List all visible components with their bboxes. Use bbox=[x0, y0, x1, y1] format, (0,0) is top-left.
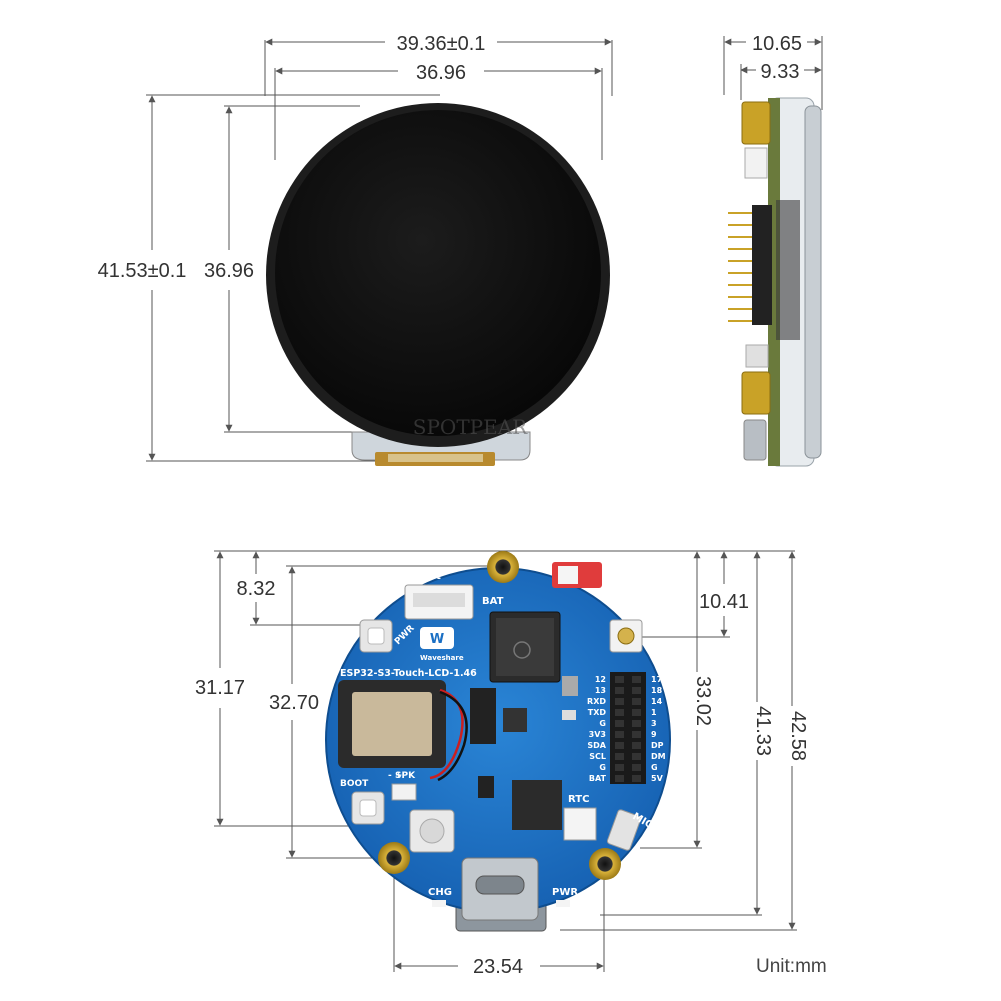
espressif-logo bbox=[513, 641, 531, 659]
fpc-strip bbox=[388, 454, 483, 462]
bat-label: BAT bbox=[482, 596, 504, 607]
speaker-wire-black bbox=[437, 690, 468, 782]
rtc-connector bbox=[563, 807, 597, 841]
mounting-hole-right bbox=[589, 848, 621, 880]
pin-label: DP bbox=[651, 741, 664, 750]
pwr-led-label: PWR bbox=[552, 887, 578, 898]
dim-left-board: 32.70 bbox=[269, 692, 319, 714]
esp32-s3-die bbox=[496, 618, 554, 676]
pin-label: G bbox=[599, 719, 606, 728]
watermark: SPOTPEAR bbox=[413, 415, 528, 439]
back-view-dimensions: 31.17 8.32 32.70 10.41 33.02 41.33 42.58 bbox=[195, 550, 809, 978]
usb-c-side bbox=[743, 419, 767, 461]
dim-hole-top-left: 8.32 bbox=[237, 578, 276, 600]
speaker-membrane bbox=[352, 692, 432, 756]
width-outer-label: 39.36±0.1 bbox=[397, 33, 486, 55]
usb-c-opening[interactable] bbox=[475, 875, 525, 895]
pin-label: RXD bbox=[587, 697, 606, 706]
pin-label: DM bbox=[651, 752, 666, 761]
board-name-label: ESP32-S3-Touch-LCD-1.46 bbox=[340, 668, 477, 679]
flash-chip bbox=[470, 688, 496, 744]
side-view: 10.65 9.33 bbox=[723, 33, 823, 467]
ipex-connector-center bbox=[617, 627, 635, 645]
dim-right-total: 42.58 bbox=[787, 711, 809, 761]
pcb-edge bbox=[768, 98, 780, 466]
back-view-board: BAT + - PWR W Waveshare ESP32-S3-Touch-L… bbox=[325, 551, 671, 932]
pin-label: 14 bbox=[651, 697, 663, 706]
battery-connector bbox=[744, 147, 768, 179]
header-pins bbox=[728, 212, 752, 322]
pin-label: SDA bbox=[587, 741, 606, 750]
dim-bottom-holes: 23.54 bbox=[473, 956, 523, 978]
microphone bbox=[606, 809, 642, 851]
unit-label: Unit:mm bbox=[756, 956, 827, 977]
waveshare-logo-mark: W bbox=[430, 632, 444, 647]
dim-right-holes: 33.02 bbox=[692, 676, 714, 726]
spk-polarity-label: - + bbox=[388, 771, 402, 781]
pwr-led bbox=[556, 900, 570, 907]
height-active-label: 36.96 bbox=[204, 260, 254, 282]
mounting-hole-left bbox=[378, 842, 410, 874]
sd-slot-mark bbox=[558, 566, 578, 584]
battery-polarity-label: + - bbox=[425, 573, 441, 584]
pin-label: SCL bbox=[589, 752, 606, 761]
push-switch-knob[interactable] bbox=[419, 818, 445, 844]
chg-led bbox=[432, 900, 446, 907]
display-connector bbox=[776, 200, 800, 340]
mounting-standoff-bottom bbox=[741, 371, 771, 415]
mounting-standoff-top bbox=[741, 101, 771, 145]
front-view: 39.36±0.1 36.96 41.53±0.1 36.96 SPOTPEAR bbox=[98, 33, 613, 466]
audio-codec-chip bbox=[512, 780, 562, 830]
pin-label: 12 bbox=[595, 675, 606, 684]
mounting-hole-top bbox=[487, 551, 519, 583]
pin-header-holes bbox=[615, 676, 641, 782]
boot-button-side bbox=[745, 344, 769, 368]
chg-label: CHG bbox=[428, 887, 452, 898]
pin-label: 18 bbox=[651, 686, 663, 695]
pin-label: G bbox=[599, 763, 606, 772]
boot-label: BOOT bbox=[340, 779, 369, 789]
pin-label: 3 bbox=[651, 719, 657, 728]
imu-sensor bbox=[503, 708, 527, 732]
pin-label: 5V bbox=[651, 774, 664, 783]
boot-button-cap[interactable] bbox=[359, 799, 377, 817]
dim-right-board: 41.33 bbox=[752, 706, 774, 756]
pin-label: TXD bbox=[588, 708, 607, 717]
transistor bbox=[478, 776, 494, 798]
rtc-label: RTC bbox=[568, 794, 589, 805]
power-button-cap[interactable] bbox=[367, 627, 385, 645]
spk-label: SPK bbox=[395, 771, 416, 781]
rtc-crystal bbox=[562, 710, 576, 720]
pin-label: BAT bbox=[589, 774, 607, 783]
battery-connector-socket bbox=[413, 593, 465, 607]
waveshare-logo bbox=[420, 627, 454, 649]
height-outer-label: 41.53±0.1 bbox=[98, 260, 187, 282]
display-side bbox=[804, 105, 822, 459]
thickness-total-label: 10.65 bbox=[752, 33, 802, 55]
pin-header bbox=[752, 205, 772, 325]
inductor bbox=[562, 676, 578, 696]
dim-left-holes: 31.17 bbox=[195, 677, 245, 699]
display-screen bbox=[275, 110, 601, 436]
pin-label: 13 bbox=[595, 686, 606, 695]
pin-label: G bbox=[651, 763, 658, 772]
pin-label: 1 bbox=[651, 708, 657, 717]
thickness-module-label: 9.33 bbox=[761, 61, 800, 83]
dim-hole-top-right: 10.41 bbox=[699, 591, 749, 613]
width-active-label: 36.96 bbox=[416, 62, 466, 84]
pin-label: 17 bbox=[651, 675, 662, 684]
pin-labels-right: 17 18 14 1 3 9DP DM G 5V bbox=[651, 675, 666, 783]
pin-label: 3V3 bbox=[589, 730, 606, 739]
brand-label: Waveshare bbox=[420, 654, 464, 662]
pin-label: 9 bbox=[651, 730, 657, 739]
speaker-connector bbox=[391, 783, 417, 801]
